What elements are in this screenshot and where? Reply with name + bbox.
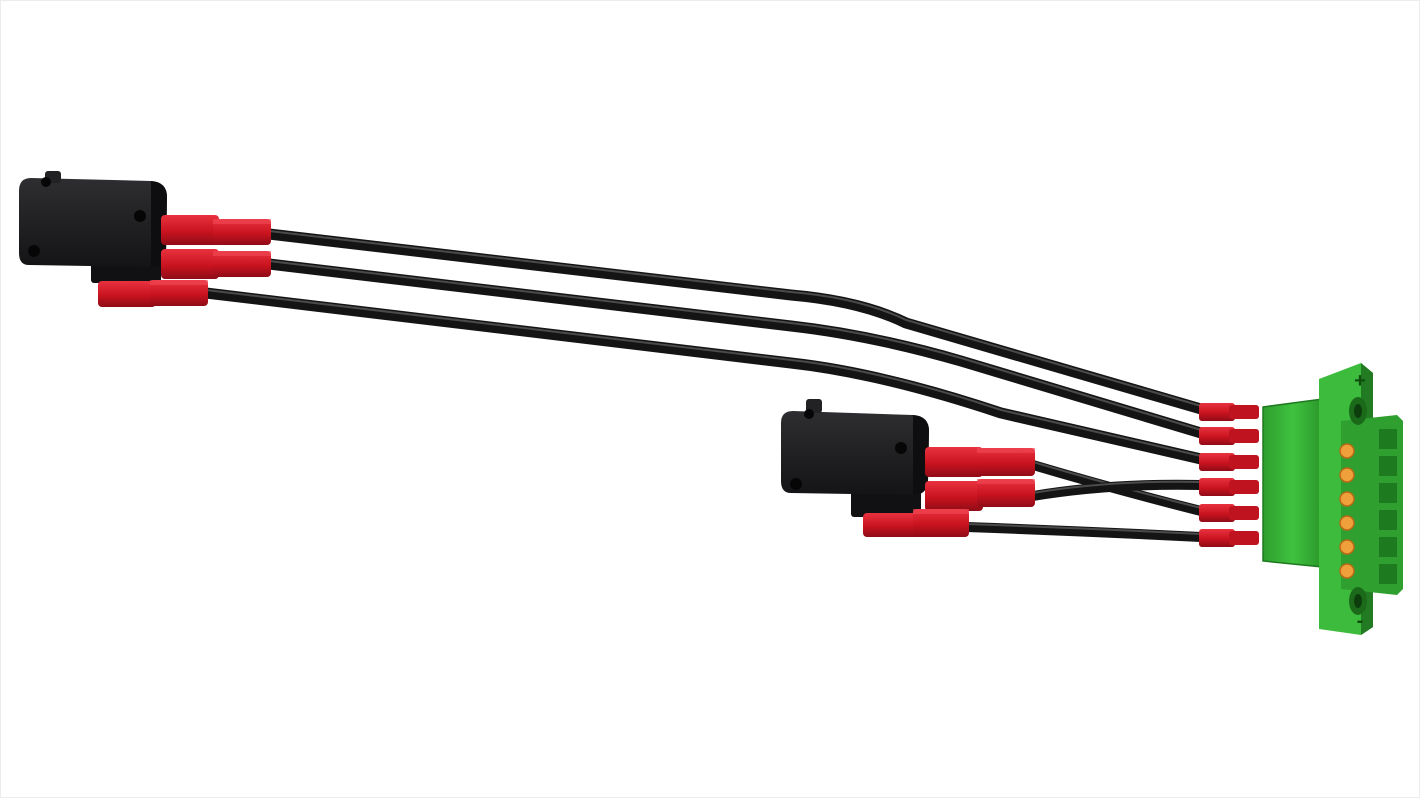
- cable-5: [1028, 479, 1206, 501]
- cable-3: [200, 287, 1207, 465]
- ferrules: [1199, 403, 1259, 547]
- ferrule-3: [1199, 453, 1259, 471]
- ferrule-1: [1199, 403, 1259, 421]
- terminals-right-switch: [863, 447, 1035, 537]
- mounting-hole: [134, 210, 146, 222]
- mounting-hole: [790, 478, 802, 490]
- terminal-right-2: [925, 479, 1035, 511]
- cables: [200, 228, 1207, 542]
- cable-1: [263, 228, 1207, 415]
- plug-connector: + -: [1262, 363, 1403, 635]
- mounting-hole: [804, 409, 814, 419]
- plus-polarity-marking: +: [1354, 370, 1366, 392]
- ferrule-6: [1199, 529, 1259, 547]
- mounting-hole: [28, 245, 40, 257]
- micro-switch-left: [19, 171, 167, 283]
- terminal-left-1: [161, 215, 271, 245]
- ferrule-2: [1199, 427, 1259, 445]
- contact-slots: [1379, 429, 1397, 584]
- cable-2: [263, 258, 1207, 439]
- micro-switch-right: [781, 399, 929, 517]
- terminals-left: [98, 215, 271, 307]
- mounting-hole: [895, 442, 907, 454]
- minus-polarity-marking: -: [1357, 610, 1364, 632]
- mounting-hole: [41, 177, 51, 187]
- terminal-right-3: [863, 509, 969, 537]
- ferrule-5: [1199, 504, 1259, 522]
- cable-6: [961, 522, 1206, 542]
- ferrule-4: [1199, 478, 1259, 496]
- terminal-left-3: [98, 280, 208, 307]
- terminal-right-1: [925, 447, 1035, 477]
- terminal-screws: [1339, 443, 1355, 579]
- terminal-left-2: [161, 249, 271, 279]
